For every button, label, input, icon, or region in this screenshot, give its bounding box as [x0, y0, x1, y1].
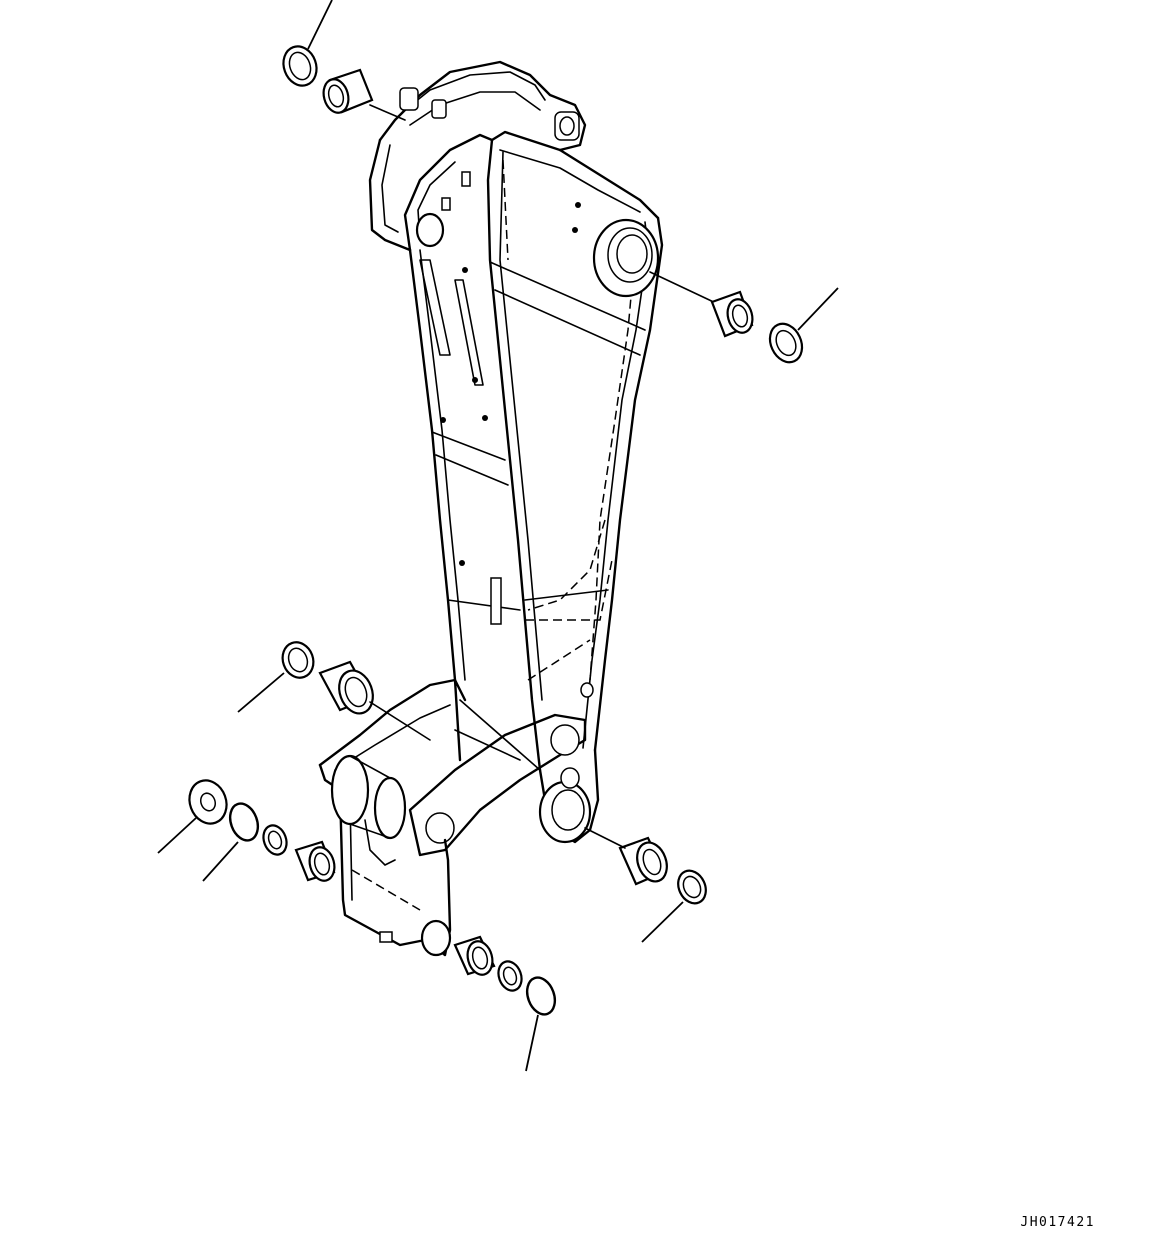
leader-line: [307, 0, 333, 50]
arm-body: [408, 130, 664, 772]
bushing-right: [710, 290, 754, 338]
leader-line: [237, 672, 285, 713]
top-boss-assembly: [368, 60, 587, 625]
o-ring-bottom: [525, 976, 557, 1016]
leader-line: [525, 1014, 539, 1072]
bushing-mid: [318, 660, 374, 715]
bushing-lower-left: [294, 840, 336, 882]
parts-group: [188, 45, 804, 1016]
leader-lines: [157, 0, 839, 1072]
bushing-lower-right: [618, 836, 668, 886]
leader-line: [157, 817, 197, 854]
upper-right-boss: [592, 218, 721, 306]
bushing-top: [322, 68, 374, 114]
clevis-hole: [415, 212, 445, 248]
bushing-bottom: [453, 935, 496, 976]
frame-hole: [420, 919, 452, 957]
o-ring-left: [228, 802, 260, 842]
leader-line: [797, 287, 839, 331]
leader-line: [202, 841, 239, 882]
leader-line: [641, 901, 684, 943]
lower-linkage: [318, 678, 600, 957]
drawing-code: JH017421: [1020, 1215, 1095, 1230]
center-pin-boss: [330, 754, 370, 826]
